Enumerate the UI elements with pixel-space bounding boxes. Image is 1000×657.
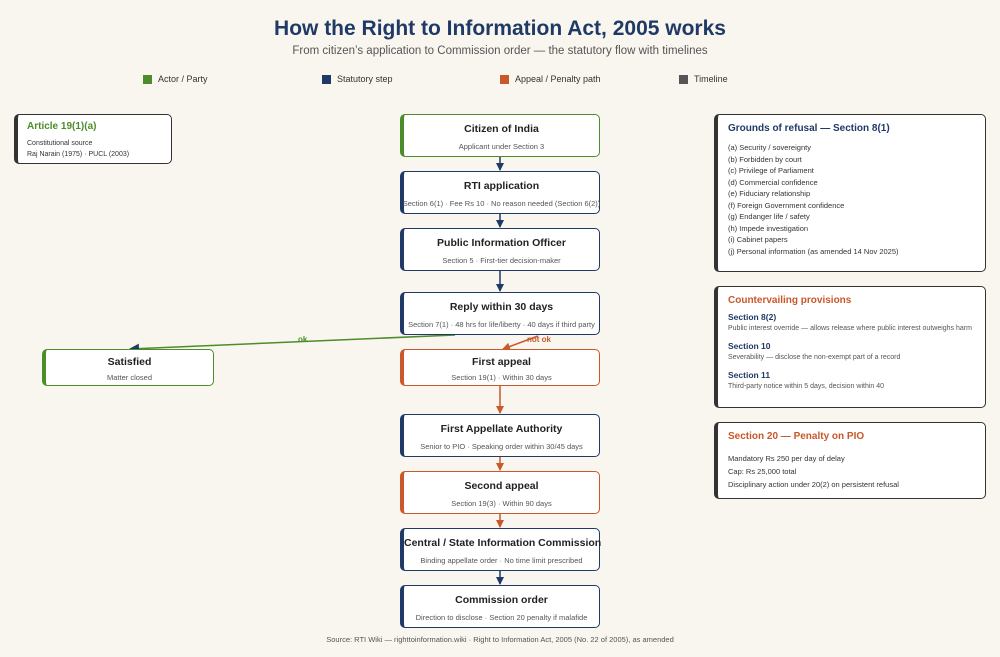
- refusal-item: (a) Security / sovereignty: [728, 143, 811, 152]
- refusal-item: (e) Fiduciary relationship: [728, 189, 811, 198]
- penalty-panel: Section 20 — Penalty on PIO Mandatory Rs…: [714, 422, 986, 499]
- refusal-item: (h) Impede investigation: [728, 223, 809, 233]
- legend-swatch-navy: [322, 74, 331, 84]
- refusal-item: (b) Forbidden by court: [728, 154, 802, 164]
- node-title: Citizen of India: [464, 123, 539, 135]
- section-name: Section 11: [728, 370, 771, 380]
- legend-swatch-orange: [500, 74, 509, 84]
- article-line: Constitutional source: [27, 140, 93, 147]
- section-name: Section 10: [728, 341, 771, 351]
- section-desc: Public interest override — allows releas…: [728, 325, 972, 332]
- node-subtitle: Applicant under Section 3: [458, 142, 545, 151]
- legend-appeal: Appeal / Penalty path: [500, 74, 601, 84]
- faa-node: First Appellate Authority Senior to PIO …: [400, 414, 600, 457]
- second-appeal-node: Second appeal Section 19(3) · Within 90 …: [400, 471, 600, 514]
- node-subtitle: Section 5 · First-tier decision-maker: [442, 256, 561, 265]
- countervailing-title: Countervailing provisions: [728, 295, 852, 306]
- page-subtitle: From citizen’s application to Commission…: [292, 45, 708, 57]
- edge-reply-satisfied: [129, 334, 456, 354]
- node-title: Central / State Information Commission: [404, 537, 602, 549]
- pio-node: Public Information Officer Section 5 · F…: [400, 228, 600, 271]
- refusal-item: (f) Foreign Government confidence: [728, 200, 845, 210]
- legend-actor: Actor / Party: [143, 74, 208, 84]
- legend-swatch-green: [143, 74, 152, 84]
- node-subtitle: Section 6(1) · Fee Rs 10 · No reason nee…: [402, 199, 601, 208]
- order-node: Commission order Direction to disclose ·…: [400, 585, 600, 628]
- node-subtitle: Direction to disclose · Section 20 penal…: [415, 613, 588, 622]
- edge-label-not-ok: not ok: [527, 335, 551, 344]
- section-desc: Third-party notice within 5 days, decisi…: [728, 383, 885, 390]
- section-name: Section 8(2): [728, 312, 777, 322]
- legend-statutory: Statutory step: [322, 74, 393, 84]
- legend-label: Appeal / Penalty path: [515, 74, 601, 84]
- reply-node: Reply within 30 days Section 7(1) · 48 h…: [400, 292, 600, 335]
- refusal-item: (j) Personal information (as amended 14 …: [728, 246, 899, 256]
- commission-node: Central / State Information Commission B…: [400, 528, 602, 571]
- article-line: Raj Narain (1975) · PUCL (2003): [27, 151, 130, 158]
- penalty-title: Section 20 — Penalty on PIO: [728, 431, 865, 442]
- article-19-box: Article 19(1)(a) Constitutional source R…: [14, 114, 172, 164]
- node-title: First appeal: [472, 356, 531, 368]
- node-subtitle: Section 19(3) · Within 90 days: [451, 499, 552, 508]
- first-appeal-node: First appeal Section 19(1) · Within 30 d…: [400, 349, 600, 386]
- refusal-item: (d) Commercial confidence: [728, 177, 818, 187]
- node-title: Reply within 30 days: [449, 301, 554, 313]
- penalty-line: Mandatory Rs 250 per day of delay: [728, 454, 845, 463]
- section-desc: Severability — disclose the non-exempt p…: [728, 354, 901, 361]
- node-subtitle: Senior to PIO · Speaking order within 30…: [420, 442, 583, 451]
- node-title: RTI application: [463, 180, 540, 192]
- legend-timeline: Timeline: [679, 74, 728, 84]
- edge-reply-first-appeal: [502, 335, 539, 351]
- citizen-node: Citizen of India Applicant under Section…: [400, 114, 600, 157]
- node-subtitle: Section 7(1) · 48 hrs for life/liberty ·…: [408, 320, 595, 329]
- penalty-line: Disciplinary action under 20(2) on persi…: [728, 480, 899, 489]
- legend-label: Actor / Party: [158, 74, 208, 84]
- node-title: Public Information Officer: [437, 237, 566, 249]
- refusal-grounds-panel: Grounds of refusal — Section 8(1) (a) Se…: [714, 114, 986, 272]
- source-note: Source: RTI Wiki — righttoinformation.wi…: [326, 635, 674, 644]
- node-subtitle: Section 19(1) · Within 30 days: [451, 373, 552, 382]
- refusal-item: (i) Cabinet papers: [728, 235, 788, 244]
- satisfied-node: Satisfied Matter closed: [42, 349, 214, 386]
- node-subtitle: Matter closed: [106, 373, 153, 382]
- legend-label: Statutory step: [337, 74, 393, 84]
- page-title: How the Right to Information Act, 2005 w…: [274, 17, 726, 40]
- refusal-item: (g) Endanger life / safety: [728, 212, 810, 221]
- node-subtitle: Binding appellate order · No time limit …: [420, 556, 583, 565]
- legend-label: Timeline: [694, 74, 728, 84]
- refusal-item: (c) Privilege of Parliament: [728, 166, 814, 175]
- edge-label-ok: ok: [298, 335, 308, 344]
- countervailing-panel: Countervailing provisions Section 8(2) P…: [714, 286, 986, 408]
- article-title: Article 19(1)(a): [27, 121, 97, 132]
- node-title: Satisfied: [107, 356, 152, 368]
- node-title: Second appeal: [464, 480, 539, 492]
- application-node: RTI application Section 6(1) · Fee Rs 10…: [400, 171, 600, 214]
- node-title: Commission order: [455, 594, 548, 606]
- node-title: First Appellate Authority: [440, 423, 563, 435]
- penalty-line: Cap: Rs 25,000 total: [728, 467, 797, 476]
- legend-swatch-grey: [679, 74, 688, 84]
- refusal-title: Grounds of refusal — Section 8(1): [728, 123, 890, 134]
